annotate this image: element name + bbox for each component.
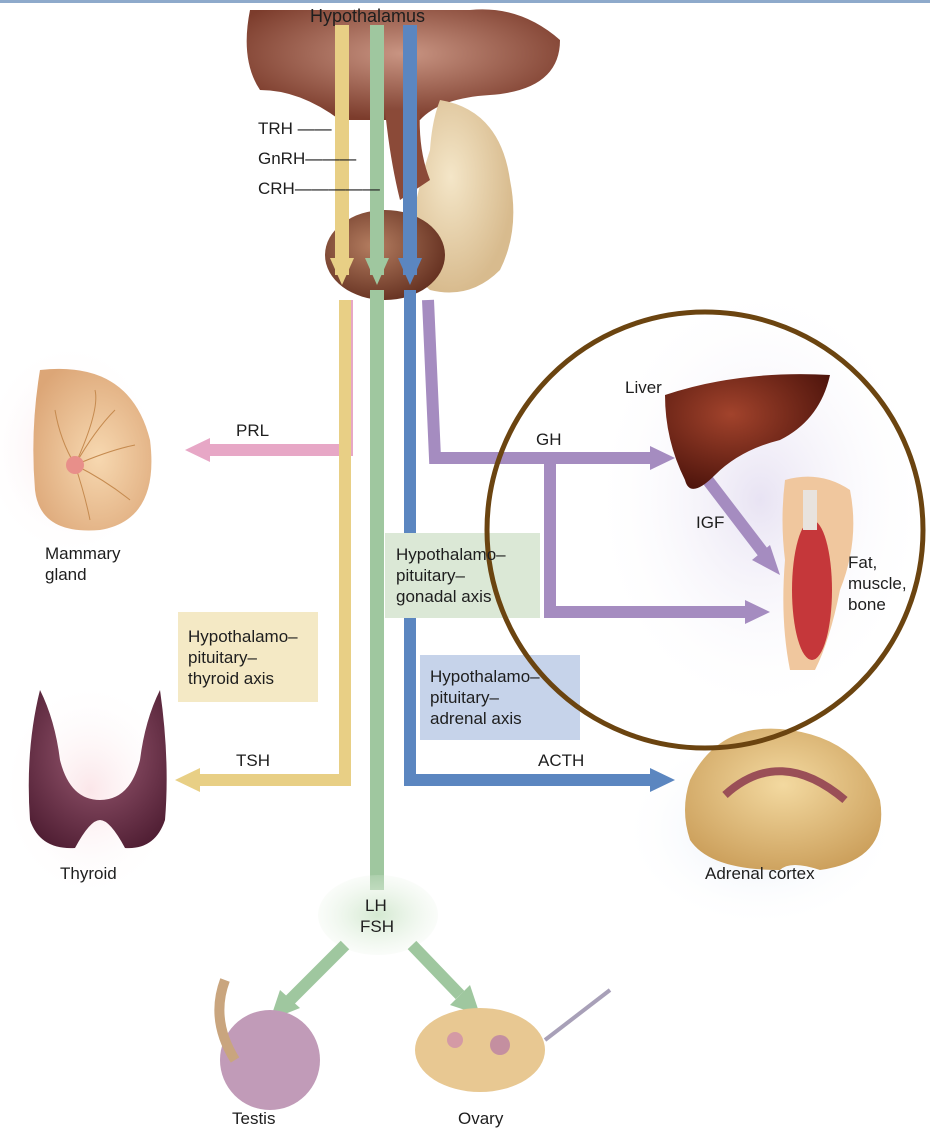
nipple <box>66 456 84 474</box>
gnrh-label: GnRH——— <box>258 148 356 169</box>
tsh-label: TSH <box>236 750 270 771</box>
acth-label: ACTH <box>538 750 584 771</box>
crh-label: CRH————— <box>258 178 380 199</box>
crh-pathway <box>403 25 417 275</box>
prl-arrowhead <box>185 438 210 462</box>
follicle-2 <box>490 1035 510 1055</box>
testis-pathway <box>290 945 345 1000</box>
adrenal-cortex-label: Adrenal cortex <box>705 863 815 884</box>
testis-label: Testis <box>232 1108 275 1129</box>
prl-label: PRL <box>236 420 269 441</box>
ovary-ligament <box>545 990 610 1040</box>
liver-label: Liver <box>625 377 662 398</box>
lh-label: LH <box>365 895 387 916</box>
gh-label: GH <box>536 429 562 450</box>
thyroid-label: Thyroid <box>60 863 117 884</box>
ovary-pathway <box>412 945 460 995</box>
ovary-shape <box>415 1008 545 1092</box>
tsh-pathway <box>195 300 345 780</box>
lh-fsh-pathway <box>370 290 384 890</box>
target-glow <box>590 280 930 720</box>
gnrh-pathway <box>370 25 384 275</box>
fat-muscle-bone-label: Fat, muscle, bone <box>848 552 907 615</box>
trh-label: TRH —— <box>258 118 332 139</box>
fsh-label: FSH <box>360 916 394 937</box>
prl-pathway <box>205 300 347 450</box>
hypothalamus-label: Hypothalamus <box>310 6 425 27</box>
adrenal-axis-box: Hypothalamo–pituitary–adrenal axis <box>422 660 548 735</box>
thyroid-axis-box: Hypothalamo–pituitary–thyroid axis <box>180 620 306 695</box>
igf-label: IGF <box>696 512 724 533</box>
muscle-shape <box>792 520 832 660</box>
follicle-1 <box>447 1032 463 1048</box>
gonadal-axis-box: Hypothalamo–pituitary–gonadal axis <box>388 538 514 613</box>
ovary-label: Ovary <box>458 1108 503 1129</box>
bone-shape <box>803 490 817 530</box>
